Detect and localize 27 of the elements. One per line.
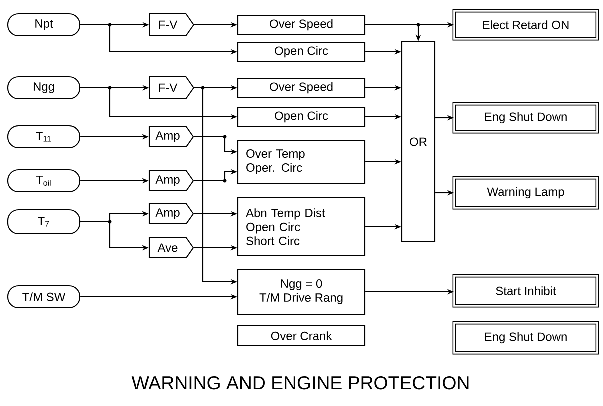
input-terminal: T$_{11}$ <box>7 125 81 149</box>
input-terminal: T/M SW <box>7 285 81 309</box>
signal-converter: Amp <box>148 126 194 148</box>
signal-converter: Amp <box>148 170 194 192</box>
condition-box: Ngg = 0 T/M Drive Rang <box>237 268 366 316</box>
condition-box: Open Circ <box>237 106 366 128</box>
condition-box: Over Speed <box>237 78 366 98</box>
condition-box: Over Temp Oper. Circ <box>237 140 366 184</box>
output-box: Warning Lamp <box>452 176 600 210</box>
title: WARNING AND ENGINE PROTECTION <box>132 376 469 390</box>
output-box: Elect Retard ON <box>452 9 600 41</box>
input-terminal: T$_{oil}$ <box>7 169 81 193</box>
output-box: Eng Shut Down <box>452 321 600 355</box>
signal-converter: F-V <box>149 76 194 100</box>
output-box: Eng Shut Down <box>452 102 600 134</box>
or-gate: OR <box>401 41 436 243</box>
input-terminal: T$_{7}$ <box>7 209 81 235</box>
signal-converter: Amp <box>148 203 194 225</box>
input-terminal: Ngg <box>7 76 81 100</box>
input-terminal: Npt <box>7 13 81 37</box>
output-box: Start Inhibit <box>452 274 600 308</box>
condition-box: Abn Temp Dist Open Circ Short Circ <box>237 197 366 257</box>
condition-box: Over Speed <box>237 14 366 36</box>
signal-converter: Ave <box>148 237 194 259</box>
signal-converter: F-V <box>149 13 194 37</box>
condition-box: Over Crank <box>237 325 366 347</box>
condition-box: Open Circ <box>237 42 366 62</box>
